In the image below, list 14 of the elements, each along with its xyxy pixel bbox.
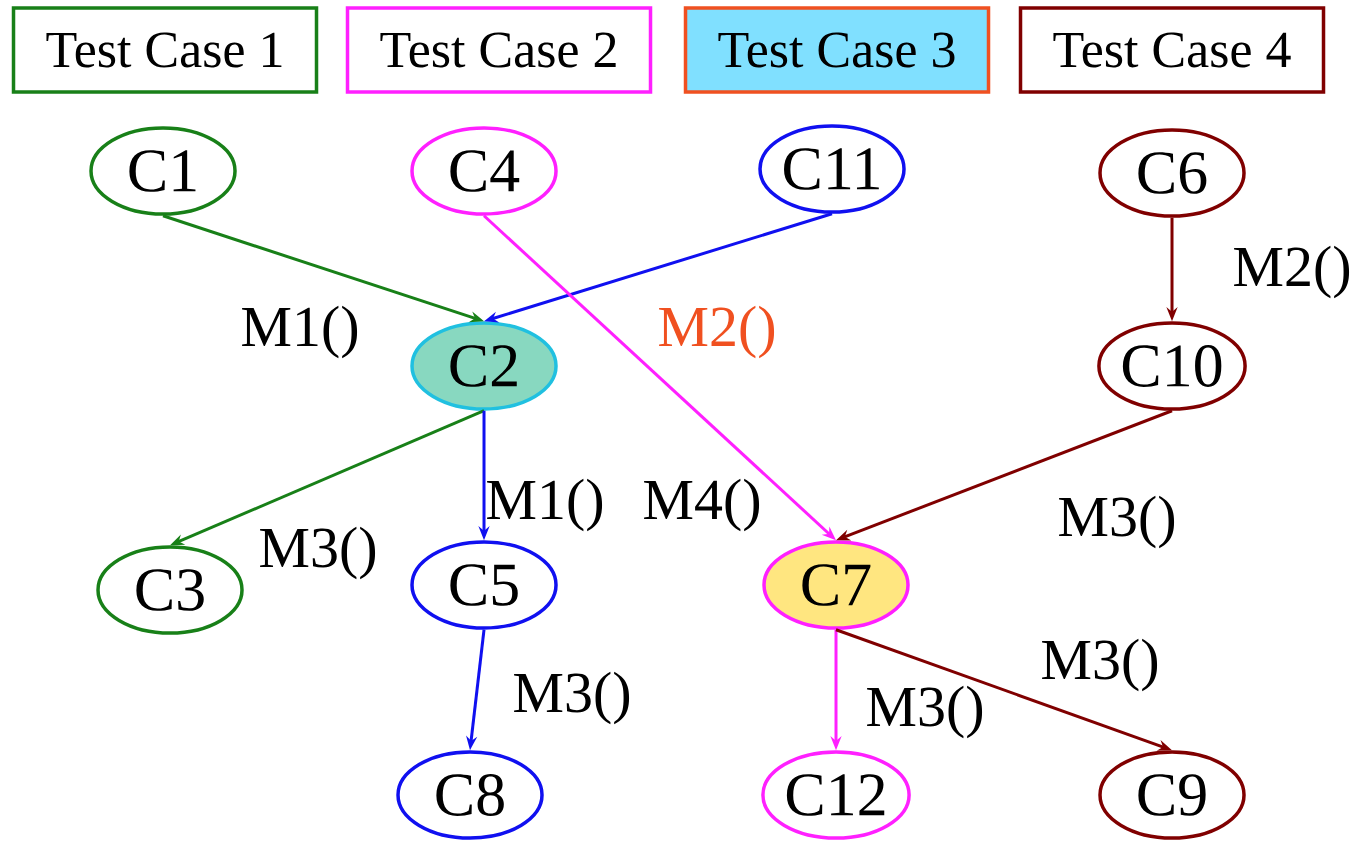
- method-label: M3(): [867, 685, 983, 739]
- test-case-box: Test Case 3: [683, 6, 991, 94]
- method-label: M3(): [1059, 495, 1175, 549]
- method-label: M2(): [659, 305, 775, 359]
- method-label: M1(): [487, 478, 603, 532]
- method-label: M2(): [1234, 245, 1350, 299]
- test-case-box: Test Case 4: [1018, 6, 1326, 94]
- test-case-box: Test Case 1: [11, 6, 319, 94]
- method-label: M4(): [644, 478, 760, 532]
- method-label: M3(): [514, 671, 630, 725]
- method-label: M1(): [242, 305, 358, 359]
- test-case-box: Test Case 2: [345, 6, 653, 94]
- method-label: M3(): [1042, 638, 1158, 692]
- method-label: M3(): [260, 526, 376, 580]
